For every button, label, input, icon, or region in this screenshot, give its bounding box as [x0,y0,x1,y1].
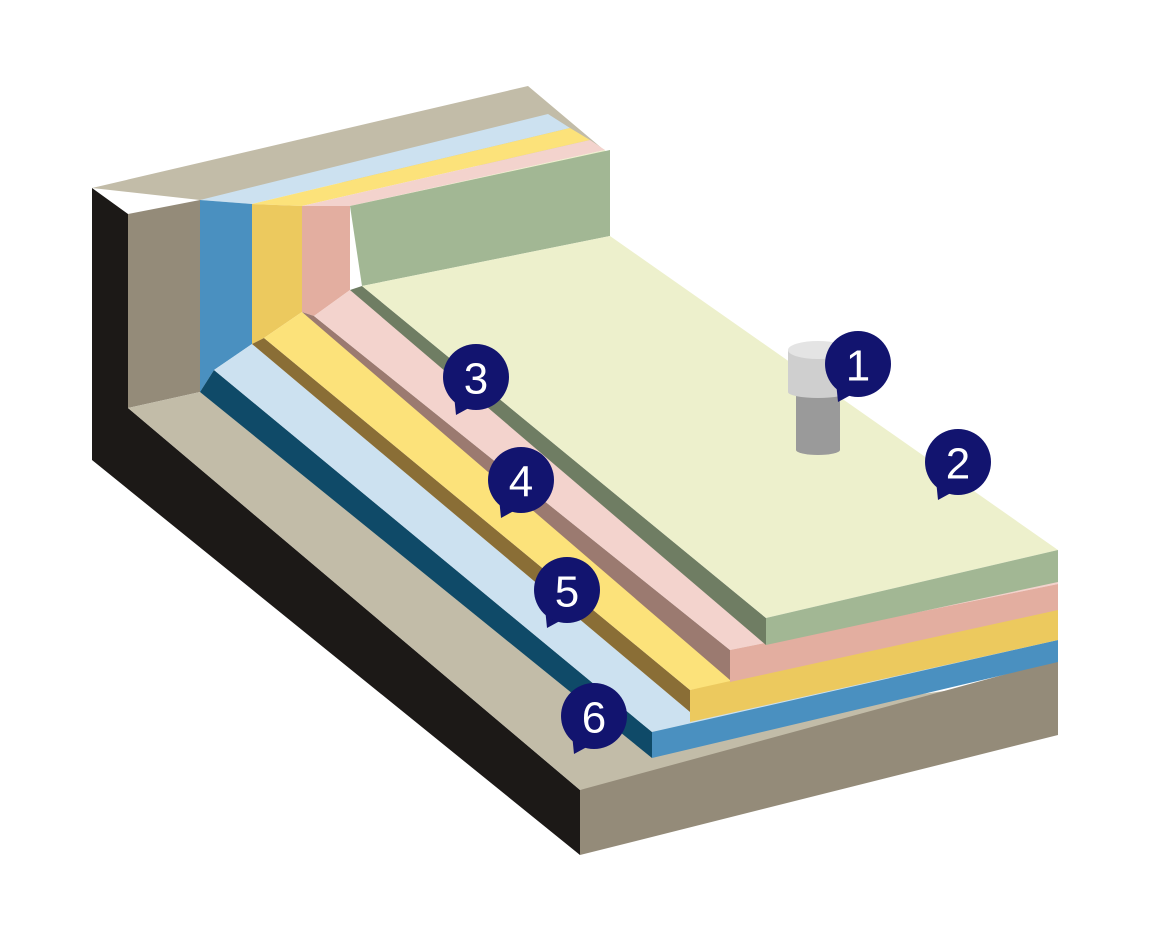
layer-pink-top [314,290,1058,650]
drain-head-bottom [788,386,848,398]
marker-6: 6 [561,683,627,754]
layer-pink-upstand-top [302,140,605,206]
layer-green-front [766,550,1058,645]
marker-1-bubble [825,331,891,397]
marker-2: 2 [925,429,991,500]
layer-vapour-control [200,114,1058,758]
marker-4: 4 [488,447,554,518]
layer-yellow-upstand-front [252,204,302,344]
layer-yellow-upstand-top [252,128,590,206]
marker-5: 5 [534,557,600,628]
layer-blue-upstand-top [200,114,570,204]
marker-3-label: 3 [464,355,488,404]
upstand-top-face [92,86,604,200]
substrate-left-side [92,188,580,855]
substrate-front-face [580,660,1058,855]
drain-pipe-bottom [796,445,840,455]
marker-6-bubble [561,683,627,749]
marker-6-label: 6 [582,694,606,743]
layer-pink-front [730,584,1058,682]
upstand-front-face [128,200,200,408]
marker-3-bubble [443,344,509,410]
layer-finish [350,150,1058,645]
marker-4-bubble [488,447,554,513]
layer-blue-edge [200,370,652,758]
layer-blue-upstand-front [200,200,252,392]
layer-blue-front [652,640,1058,758]
marker-5-bubble [534,557,600,623]
layer-green-upstand-front [350,150,610,286]
layer-green-top [362,236,1058,618]
marker-3: 3 [443,344,509,415]
marker-2-bubble [925,429,991,495]
layer-yellow-front [690,608,1058,722]
marker-2-label: 2 [946,440,970,489]
marker-1-label: 1 [846,342,870,391]
marker-4-label: 4 [509,458,533,507]
layer-pink-upstand-front [302,206,350,316]
marker-5-label: 5 [555,568,579,617]
marker-1: 1 [825,331,891,402]
callout-markers: 1 2 3 4 5 6 [443,331,991,754]
